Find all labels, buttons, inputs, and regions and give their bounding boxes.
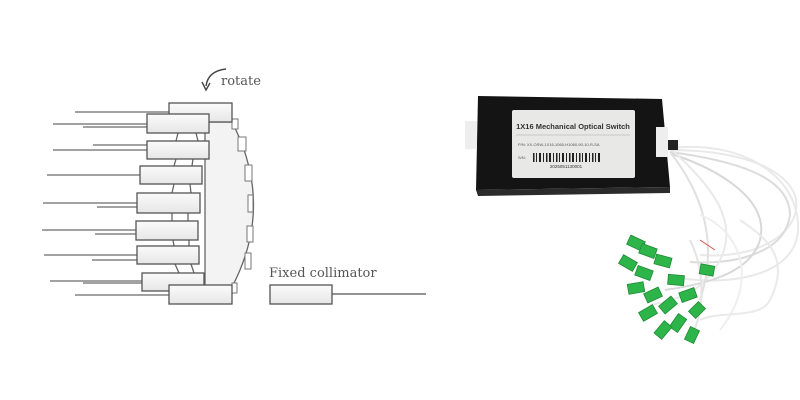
label-title: 1X16 Mechanical Optical Switch	[516, 122, 630, 131]
fixed-collimator	[269, 284, 426, 305]
product-label	[512, 110, 635, 178]
collimator-array	[42, 102, 233, 305]
collimator-box	[146, 140, 210, 160]
label-sn: S/N:	[518, 155, 526, 160]
collimator-box	[139, 165, 203, 185]
fiber-bundle	[649, 145, 800, 341]
collimator-box	[135, 220, 199, 241]
fixed-collimator-label: Fixed collimator	[269, 266, 377, 281]
rotate-label: rotate	[221, 74, 261, 89]
collimator-box	[136, 192, 201, 214]
label-part-number: P/N: XX-OSW-1X16-1060-H1060-90-10-R-SA	[518, 142, 600, 147]
barcode	[533, 153, 600, 162]
connectors	[171, 132, 199, 274]
collimator-box	[136, 245, 200, 265]
rotate-arrow-icon	[201, 68, 227, 92]
product-photo: 1X16 Mechanical Optical Switch P/N: XX-O…	[465, 96, 800, 344]
collimator-box	[168, 284, 233, 305]
switch-box: 1X16 Mechanical Optical Switch P/N: XX-O…	[465, 96, 678, 196]
collimator-box	[146, 113, 210, 134]
sc-apc-connectors	[618, 234, 716, 344]
rotating-lens	[204, 118, 255, 294]
fiber-lines	[42, 111, 169, 296]
label-serial: 2025051130001	[550, 164, 583, 169]
